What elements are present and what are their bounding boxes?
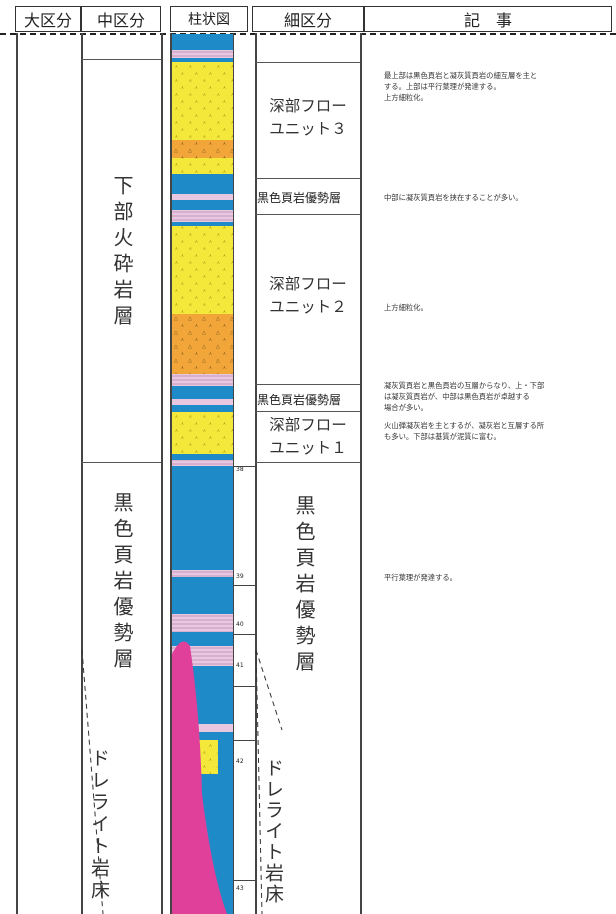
note-line: 火山弾凝灰岩を主とするが、凝灰岩と互層する所 [384,421,545,430]
header-notes: 記 事 [364,6,612,32]
fine-unit-black-shale-main: 黒色頁岩優勢層 [292,495,316,677]
grid-line [255,33,257,914]
depth-mark: 43 [236,885,244,892]
middle-boundary [81,462,161,463]
note-black-shale-upper: 中部に凝灰質頁岩を挟在することが多い。 [384,193,523,202]
depth-tick [233,686,255,687]
note-line: 凝灰質頁岩と黒色頁岩の互層からなり、上・下部 [384,381,545,390]
fine-boundary [255,178,360,179]
middle-unit-dolerite: ドレライト岩床 [88,748,110,902]
fine-unit-label: 深部フロー [269,97,347,115]
grid-line [360,33,362,914]
note-line: 最上部は黒色頁岩と凝灰質頁岩の細互層を主と [384,71,538,80]
depth-tick [233,466,255,467]
depth-mark: 41 [236,662,244,669]
fine-unit-deep-flow-3: 深部フロー ユニット３ [256,95,360,141]
note-line: 上方細粒化。 [384,93,428,102]
fine-unit-label: 深部フロー [269,275,347,293]
header-column: 柱状図 [170,6,248,32]
grid-line [233,33,234,914]
note-line: する。上部は平行葉理が発達する。 [384,82,501,91]
header-dashed-line [0,33,616,35]
grid-line [16,33,18,914]
fine-boundary [255,411,360,412]
note-line: は凝灰質頁岩が、中部は黒色頁岩が卓越する [384,392,530,401]
depth-tick [233,585,255,586]
depth-tick [233,740,255,741]
grid-line [81,33,83,914]
fine-boundary [255,462,360,463]
depth-tick [233,880,255,881]
fine-unit-dolerite: ドレライト岩床 [262,758,284,905]
note-deep-flow-3: 最上部は黒色頁岩と凝灰質頁岩の細互層を主と する。上部は平行葉理が発達する。 上… [384,70,537,103]
fine-unit-black-shale-upper: 黒色頁岩優勢層 [257,191,342,205]
note-line: も多い。下部は基質が泥質に富む。 [384,432,501,441]
lithologic-column: ㅅ ㅅ △ ㅅ [172,34,233,914]
middle-boundary [81,59,161,60]
note-black-shale-middle: 凝灰質頁岩と黒色頁岩の互層からなり、上・下部 は凝灰質頁岩が、中部は黒色頁岩が卓… [384,380,544,413]
middle-unit-black-shale: 黒色頁岩優勢層 [110,492,134,674]
fine-unit-label: ユニット２ [269,298,347,316]
fine-boundary [255,214,360,215]
note-line: 場合が多い。 [384,403,428,412]
fine-unit-deep-flow-2: 深部フロー ユニット２ [256,273,360,319]
depth-mark: 39 [236,573,244,580]
grid-line [161,33,163,914]
grid-line [170,33,172,914]
note-black-shale-main: 平行葉理が発達する。 [384,573,457,582]
note-deep-flow-1: 火山弾凝灰岩を主とするが、凝灰岩と互層する所 も多い。下部は基質が泥質に富む。 [384,420,544,442]
fine-unit-black-shale-middle: 黒色頁岩優勢層 [257,393,342,407]
fine-unit-label: 深部フロー [269,416,347,434]
depth-tick [233,634,255,635]
fine-unit-label: ユニット１ [269,439,347,457]
header-middle: 中区分 [81,6,161,32]
fine-boundary [255,62,360,63]
fine-unit-label: ユニット３ [269,120,347,138]
note-deep-flow-2: 上方細粒化。 [384,303,428,312]
middle-unit-lower-pyroclastic: 下部火砕岩層 [110,175,134,331]
header-fine: 細区分 [252,6,364,32]
depth-mark: 42 [236,758,244,765]
depth-mark: 40 [236,621,244,628]
header-major: 大区分 [15,6,81,32]
fine-boundary [255,384,360,385]
fine-unit-deep-flow-1: 深部フロー ユニット１ [256,414,360,460]
depth-mark: 38 [236,466,244,473]
